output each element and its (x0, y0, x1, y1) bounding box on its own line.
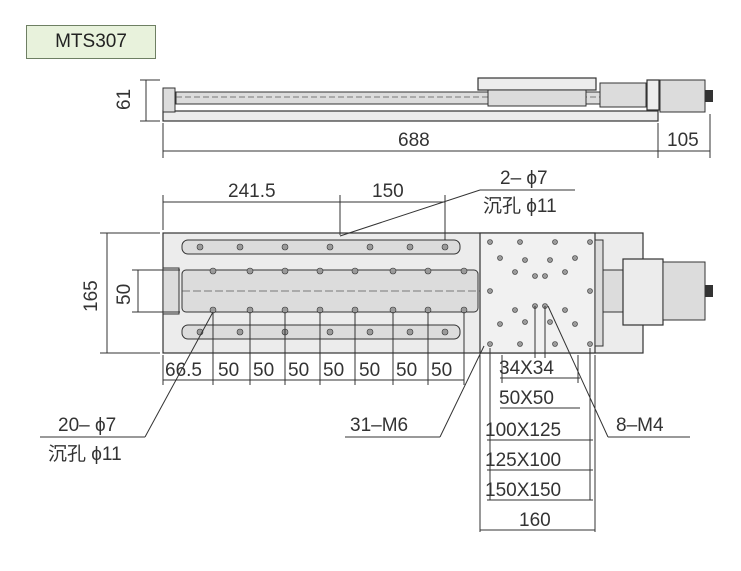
pitch-label-1: 50 (218, 360, 239, 381)
top-coupler (602, 269, 624, 313)
plate-dim-150x150: 150X150 (485, 480, 561, 501)
top-end-block (162, 267, 180, 315)
top-plate-edge (594, 239, 604, 347)
plate-dim-34: 34X34 (499, 358, 554, 379)
top-view: 241.5 150 2– ϕ7 沉孔 ϕ11 165 50 66.5 50 50… (40, 168, 713, 532)
side-view: 61 688 105 (114, 77, 713, 158)
plate-dim-125x100: 125X100 (485, 450, 561, 471)
side-coupler (599, 82, 647, 108)
holes-2-counterbore-label: 沉孔 ϕ11 (483, 195, 557, 217)
side-knob (705, 90, 713, 102)
side-base (162, 110, 659, 122)
plate-dim-50: 50X50 (499, 388, 554, 409)
length-688-label: 688 (398, 130, 430, 151)
side-carriage-top (477, 77, 597, 91)
top-motor (662, 261, 706, 321)
width-50-label: 50 (114, 284, 135, 305)
plate-dim-100x125: 100X125 (485, 420, 561, 441)
pitch-label-6: 50 (396, 360, 417, 381)
dim-150-label: 150 (372, 181, 404, 202)
pitch-label-4: 50 (323, 360, 344, 381)
top-motor-flange (622, 258, 664, 326)
height-61-label: 61 (114, 89, 135, 110)
side-motor (659, 79, 706, 113)
side-carriage (487, 89, 587, 107)
plate-width-160: 160 (519, 510, 551, 531)
holes-20-counterbore-label: 沉孔 ϕ11 (48, 443, 122, 465)
m4-label: 8–M4 (616, 415, 664, 436)
top-rail-lower (181, 324, 461, 340)
model-label: MTS307 (55, 31, 127, 52)
width-165-label: 165 (81, 280, 102, 312)
motor-105-label: 105 (667, 130, 699, 151)
m6-label: 31–M6 (350, 415, 408, 436)
side-end-block (162, 87, 176, 113)
holes-2-label: 2– ϕ7 (500, 168, 548, 189)
pitch-label-5: 50 (359, 360, 380, 381)
side-motor-flange (646, 79, 660, 111)
pitch-label-2: 50 (253, 360, 274, 381)
holes-20-label: 20– ϕ7 (58, 415, 116, 436)
top-knob (705, 285, 713, 297)
dim-241-label: 241.5 (228, 181, 276, 202)
pitch-label-3: 50 (288, 360, 309, 381)
pitch-label-7: 50 (431, 360, 452, 381)
top-rail-upper (181, 239, 461, 255)
pitch-first-label: 66.5 (165, 360, 202, 381)
plate-holes (487, 239, 593, 347)
model-badge: MTS307 (26, 25, 156, 59)
top-carriage-plate (479, 232, 596, 354)
